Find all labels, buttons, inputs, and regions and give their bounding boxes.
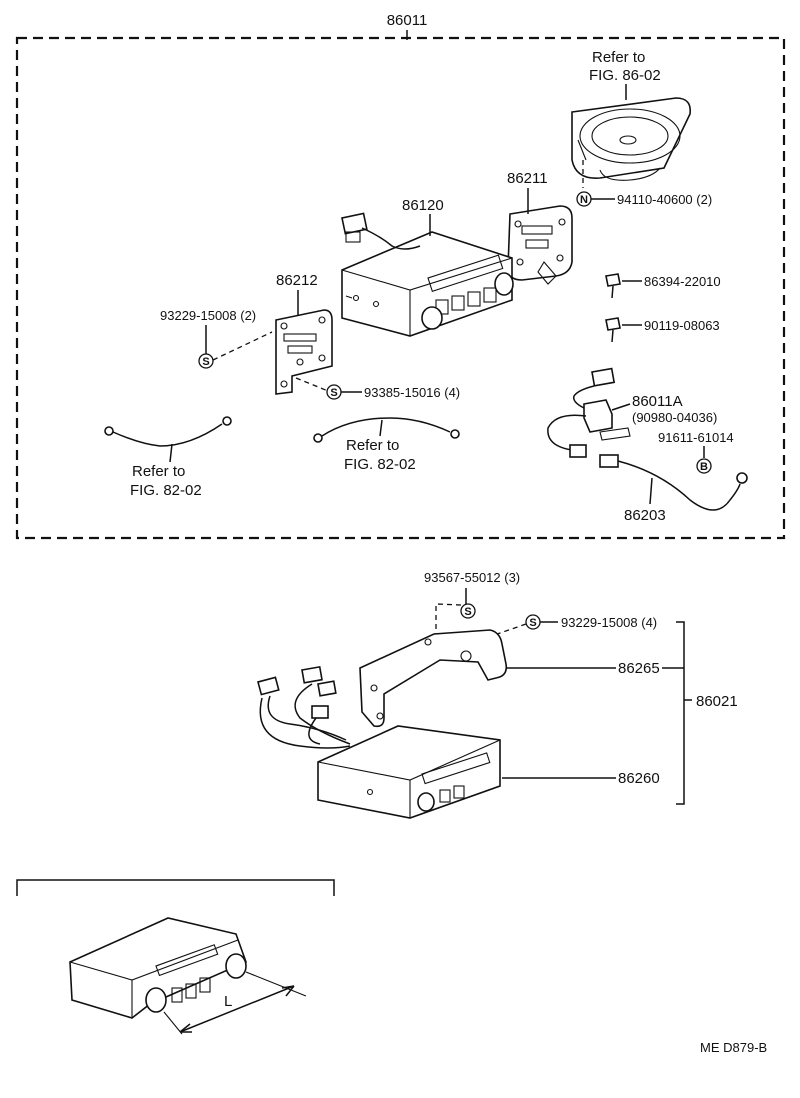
lower-bracket-part: [359, 629, 508, 728]
svg-text:B: B: [700, 461, 708, 473]
svg-text:S: S: [330, 387, 337, 399]
bolt-upper-icon: [605, 273, 621, 299]
speaker-part: [571, 97, 692, 181]
cable-left-part: [104, 416, 232, 447]
assembly-frame-86011: 86011: [15, 12, 786, 540]
dimension-radio-part: [69, 917, 248, 1019]
speaker-ref-line2: FIG. 86-02: [589, 67, 661, 84]
ring-terminal-icon: [736, 472, 748, 484]
label-86265: 86265: [618, 660, 660, 677]
radio-connector-part: [341, 212, 421, 250]
cable-mid-part: [313, 417, 460, 443]
label-86394-22010: 86394-22010: [644, 274, 721, 289]
cable-mid-ref-line1: Refer to: [346, 437, 399, 454]
label-86211: 86211: [507, 170, 548, 187]
label-86011A: 86011A: [632, 393, 683, 410]
label-86260: 86260: [618, 770, 660, 787]
lower-harness-part: [257, 665, 351, 749]
bracket-left-part: [275, 309, 333, 395]
screw-symbol-icon: S: [198, 353, 214, 369]
label-90980-04036: (90980-04036): [632, 410, 717, 425]
svg-text:S: S: [529, 617, 536, 629]
lower-radio-part: [317, 725, 501, 819]
cable-left-ref-line1: Refer to: [132, 463, 185, 480]
label-93229-15008-2: 93229-15008 (2): [160, 308, 256, 323]
cable-mid-ref-line2: FIG. 82-02: [344, 456, 416, 473]
relay-part: [583, 399, 631, 441]
label-93567-55012: 93567-55012 (3): [424, 570, 520, 585]
label-86021: 86021: [696, 693, 738, 710]
svg-text:S: S: [202, 356, 209, 368]
svg-text:N: N: [580, 194, 588, 206]
radio-receiver-part: [341, 231, 514, 337]
svg-text:S: S: [464, 606, 471, 618]
cable-left-ref-line2: FIG. 82-02: [130, 482, 202, 499]
relay-connector-part: [572, 367, 616, 409]
speaker-ref-line1: Refer to: [592, 49, 645, 66]
label-93229-15008-4: 93229-15008 (4): [561, 615, 657, 630]
label-86011: 86011: [387, 12, 428, 29]
label-86120: 86120: [402, 197, 444, 214]
dimension-label: L: [224, 993, 232, 1010]
label-86203: 86203: [624, 507, 666, 524]
drawing-code: ME D879-B: [700, 1040, 767, 1055]
label-86212: 86212: [276, 272, 318, 289]
label-91611-61014: 91611-61014: [658, 430, 734, 445]
bolt-symbol-icon: B: [696, 458, 712, 474]
harness-connector-left: [569, 444, 587, 458]
label-93385-15016: 93385-15016 (4): [364, 385, 460, 400]
bracket-right-part: [507, 205, 573, 285]
screw-symbol-icon: S: [460, 603, 476, 619]
screw-symbol-icon: S: [326, 384, 342, 400]
label-90119-08063: 90119-08063: [644, 318, 720, 333]
screw-symbol-icon: S: [525, 614, 541, 630]
nut-symbol-icon: N: [576, 191, 592, 207]
bolt-lower-icon: [605, 317, 621, 343]
harness-connector-right: [599, 454, 619, 468]
label-94110-40600: 94110-40600 (2): [617, 192, 712, 207]
detail-frame: [16, 879, 335, 896]
